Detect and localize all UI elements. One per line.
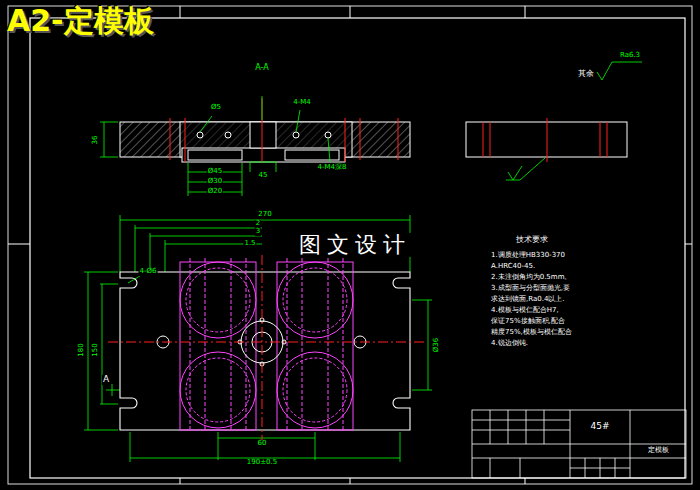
title-block-cell: 45#: [571, 411, 629, 443]
dimension: 1.5: [243, 240, 256, 248]
note-line: 3.成型面与分型面抛光,要: [490, 285, 571, 293]
dimension: 60: [257, 440, 268, 448]
dimension: Ø36: [433, 337, 441, 353]
dimension: 4-Ø6: [139, 268, 158, 276]
dimension: 2: [255, 220, 261, 228]
note-line: A.HRC40-45.: [490, 263, 536, 271]
finish-note: 其余: [577, 70, 595, 79]
title-block-cell: 定模板: [631, 445, 685, 457]
dimension: 190±0.5: [246, 459, 278, 467]
sheet-title: A2-定模板: [6, 4, 155, 37]
dimension: 45: [258, 172, 269, 180]
dimension: 4-M4: [292, 99, 311, 107]
dimension: 4-M4深8: [317, 164, 348, 172]
section-marker: A: [102, 375, 110, 385]
dimension: Ø5: [210, 104, 222, 112]
dimension: 36: [92, 135, 100, 146]
notes-heading: 技术要求: [515, 236, 549, 245]
dimension: 3: [255, 228, 261, 236]
dimension: 270: [257, 211, 272, 219]
note-line: 保证75%接触面积,配合: [490, 318, 566, 326]
note-line: 4.锐边倒钝.: [490, 340, 529, 348]
note-line: 求达到镜面,Ra0.4以上.: [490, 296, 566, 304]
note-line: 1.调质处理HB330-370: [490, 252, 566, 260]
roughness-value: Ra6.3: [619, 52, 641, 60]
note-line: 精度75%,模板与模仁配合: [490, 329, 573, 337]
cell-text: 45#: [590, 422, 611, 432]
dimension: Ø45: [207, 168, 223, 176]
note-line: 2.未注倒角均为0.5mm。: [490, 274, 572, 282]
dimension: 180: [78, 342, 86, 357]
dimension: Ø30: [207, 178, 223, 186]
note-line: 4.模板与模仁配合H7,: [490, 307, 560, 315]
cell-text: 定模板: [647, 447, 670, 455]
watermark: 图文设计: [298, 233, 412, 257]
dimension: Ø20: [207, 188, 223, 196]
dimension: 150: [92, 342, 100, 357]
section-label: A-A: [254, 64, 269, 73]
